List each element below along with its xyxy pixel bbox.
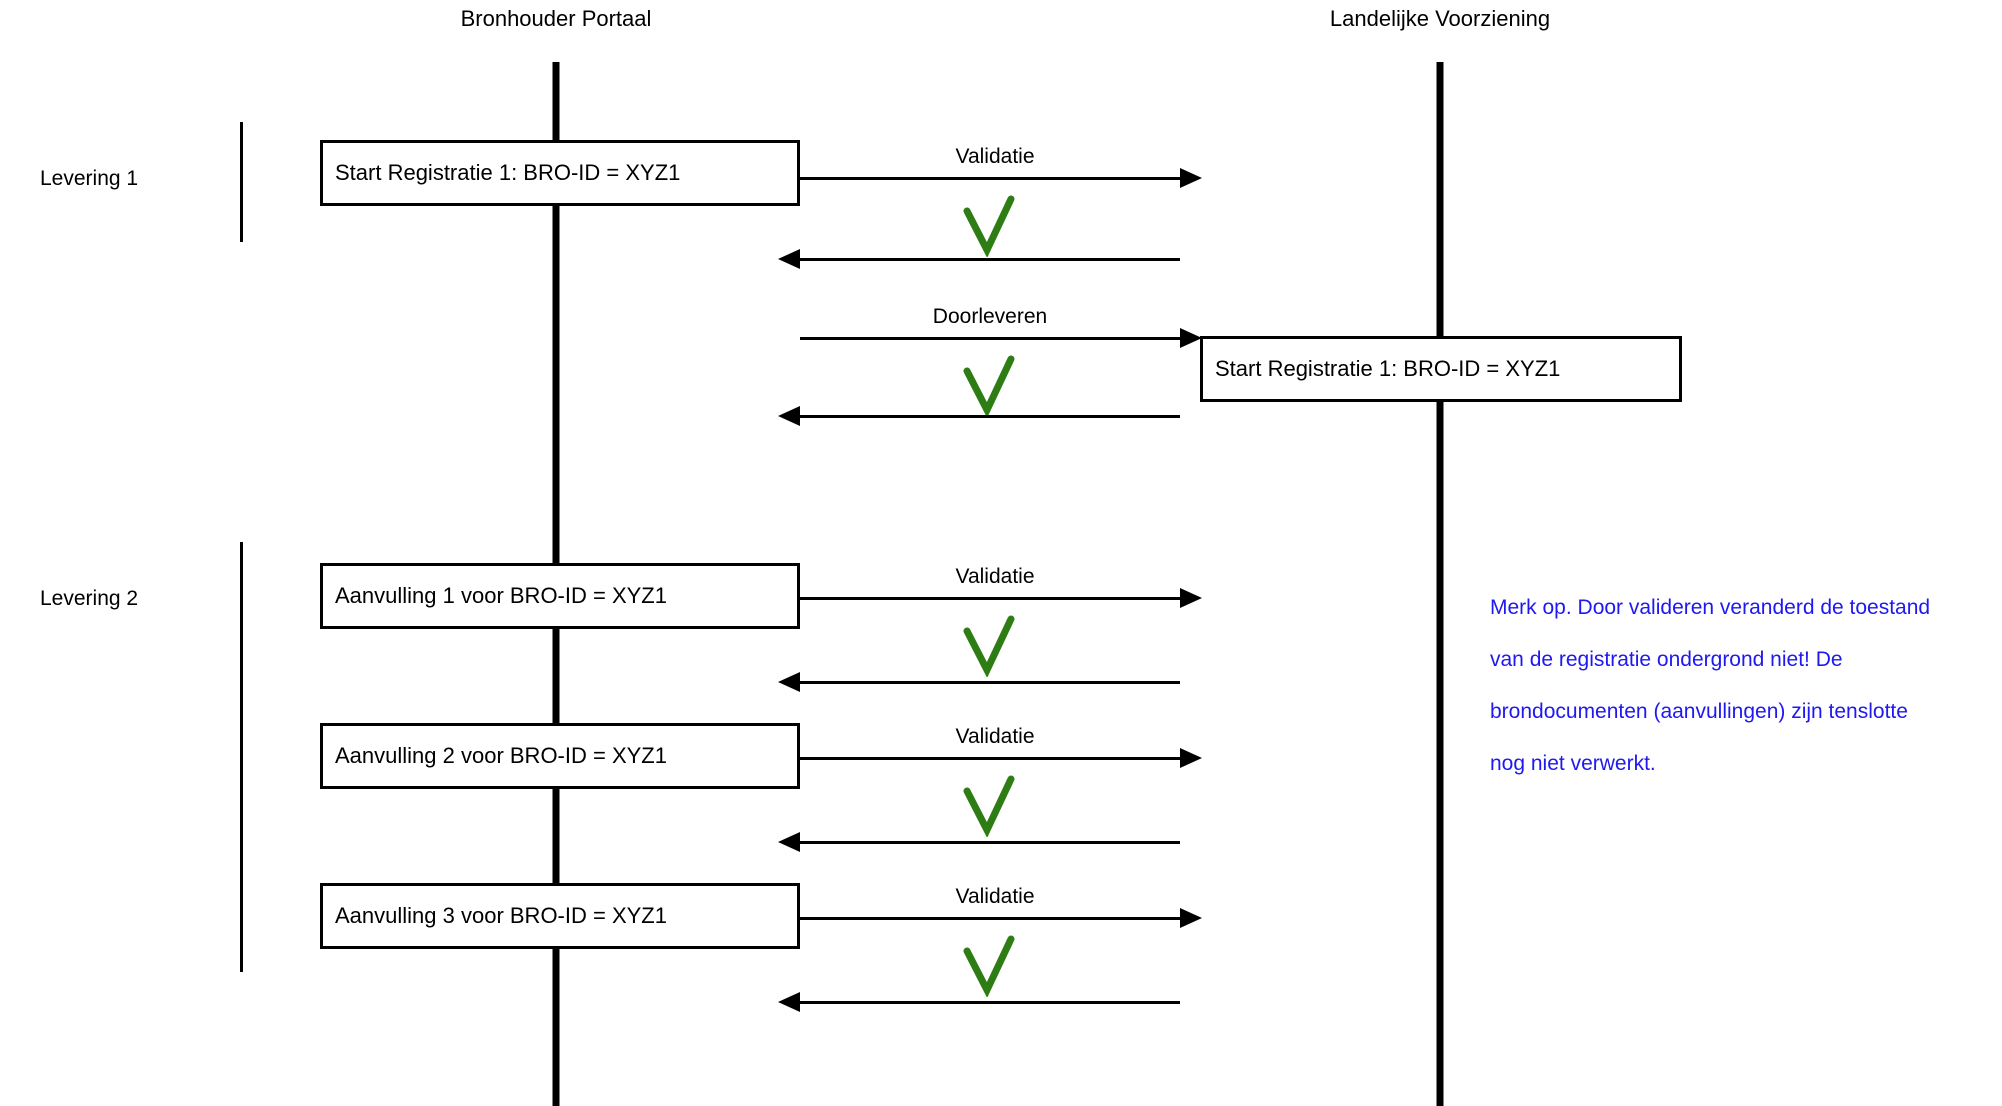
- message-line-return-3: [800, 681, 1180, 684]
- box-aanvulling-1[interactable]: Aanvulling 1 voor BRO-ID = XYZ1: [320, 563, 800, 629]
- arrow-head-right-icon: [1180, 748, 1202, 768]
- message-label-validatie-3: Validatie: [955, 725, 1035, 748]
- message-label-doorleveren: Doorleveren: [932, 305, 1048, 328]
- box-aanvulling-2[interactable]: Aanvulling 2 voor BRO-ID = XYZ1: [320, 723, 800, 789]
- arrow-head-left-icon: [778, 249, 800, 269]
- message-line-return-4: [800, 841, 1180, 844]
- message-line-doorleveren: [800, 337, 1180, 340]
- group-label-levering-1: Levering 1: [40, 167, 139, 190]
- lifeline-landelijke-voorziening: [1436, 62, 1444, 1106]
- arrow-head-left-icon: [778, 992, 800, 1012]
- arrow-head-right-icon: [1180, 588, 1202, 608]
- message-line-validatie-1: [800, 177, 1180, 180]
- message-label-validatie-2: Validatie: [955, 565, 1035, 588]
- validation-check-icon-5: [963, 935, 1015, 997]
- validation-check-icon-1: [963, 195, 1015, 257]
- group-bracket-levering-1: [240, 122, 243, 242]
- annotation-note-line-2: van de registratie ondergrond niet! De: [1490, 648, 1843, 671]
- arrow-head-right-icon: [1180, 168, 1202, 188]
- message-line-validatie-2: [800, 597, 1180, 600]
- annotation-note: Merk op. Door valideren veranderd de toe…: [1490, 595, 1980, 777]
- box-aanvulling-3[interactable]: Aanvulling 3 voor BRO-ID = XYZ1: [320, 883, 800, 949]
- validation-check-icon-3: [963, 615, 1015, 677]
- annotation-note-line-4: nog niet verwerkt.: [1490, 752, 1656, 775]
- arrow-head-right-icon: [1180, 328, 1202, 348]
- message-line-return-5: [800, 1001, 1180, 1004]
- group-bracket-levering-2: [240, 542, 243, 972]
- message-line-validatie-4: [800, 917, 1180, 920]
- validation-check-icon-4: [963, 775, 1015, 837]
- arrow-head-left-icon: [778, 406, 800, 426]
- participant-header-landelijke-voorziening: Landelijke Voorziening: [1329, 6, 1551, 31]
- arrow-head-right-icon: [1180, 908, 1202, 928]
- arrow-head-left-icon: [778, 832, 800, 852]
- validation-check-icon-2: [963, 355, 1015, 417]
- arrow-head-left-icon: [778, 672, 800, 692]
- message-line-validatie-3: [800, 757, 1180, 760]
- participant-header-bronhouder-portaal: Bronhouder Portaal: [460, 6, 652, 31]
- annotation-note-line-3: brondocumenten (aanvullingen) zijn tensl…: [1490, 700, 1908, 723]
- annotation-note-line-1: Merk op. Door valideren veranderd de toe…: [1490, 596, 1931, 619]
- message-line-return-1: [800, 258, 1180, 261]
- message-label-validatie-4: Validatie: [955, 885, 1035, 908]
- message-line-return-2: [800, 415, 1180, 418]
- group-label-levering-2: Levering 2: [40, 587, 139, 610]
- box-start-registratie-right[interactable]: Start Registratie 1: BRO-ID = XYZ1: [1200, 336, 1682, 402]
- message-label-validatie-1: Validatie: [955, 145, 1035, 168]
- box-start-registratie-left[interactable]: Start Registratie 1: BRO-ID = XYZ1: [320, 140, 800, 206]
